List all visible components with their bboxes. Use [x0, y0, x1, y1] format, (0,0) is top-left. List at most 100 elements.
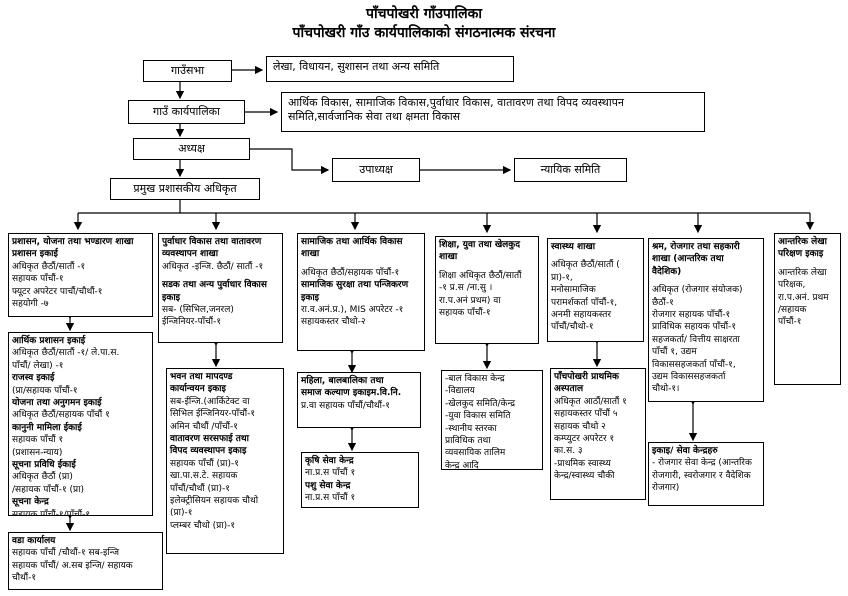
finance-admin-units-line-12: अधिकृत छैठौं (प्रा) — [12, 472, 73, 483]
building-environment-units-line-10: पाँचौं/चौथौं (प्रा)-१ — [170, 483, 230, 494]
education-youth-branch-line-5: रा.प.अनं प्रथम) वा — [439, 295, 501, 306]
finance-admin-units-line-14: सूचना केन्द्र — [12, 497, 49, 508]
education-youth-branch-line-1: शिक्षा, युवा तथा खेलकुद — [439, 240, 520, 250]
adhyaksha-box: अध्यक्ष — [133, 138, 250, 160]
building-environment-units-line-11: इलेक्ट्रीसियन सहायक चौथो — [170, 496, 259, 507]
women-children-unit: महिला, बालबालिका तथा समाज कल्याण इकाइम.वि… — [297, 372, 421, 428]
social-economic-branch-line-3: अधिकृत छैठौं/सहायक पाँचौं-१ — [301, 267, 400, 278]
labour-employment-branch-line-5: छैठौं-१ — [652, 297, 674, 308]
health-branch-line-6: अनमी सहायकस्तर — [551, 310, 612, 321]
infrastructure-branch-line-5: इकाइ — [162, 292, 181, 303]
gaunsabha-box: गाउँसभा — [143, 60, 232, 82]
finance-admin-units-line-8: कानुनी मामिला ईकाई — [12, 422, 82, 433]
finance-admin-units-line-10: (प्रशासन-न्याय) — [12, 447, 63, 458]
building-environment-units-line-8: सहायक पाँचौं (प्रा)-१ — [170, 458, 239, 469]
karyapalika-committees-line2: समिति,सार्वजानिक सेवा तथा क्षमता विकास — [288, 110, 461, 123]
adhyaksha-label: अध्यक्ष — [178, 142, 205, 155]
primary-hospital-box-line-6: कम्प्युटर अपरेटर १ — [554, 434, 615, 445]
health-branch-line-5: परामर्शकर्ता पाँचौं-१, — [551, 297, 618, 308]
building-environment-units-line-3: सब-ईन्जि.(आर्किटेक्ट वा — [170, 396, 250, 407]
health-branch-line-7: पाँचौं/चौथो-१ — [551, 322, 594, 333]
chart-title: पाँचपोखरी गाँउ कार्यपालिकाको संगठनात्मक … — [292, 25, 556, 41]
labour-employment-branch-line-8: सहजकर्ता/ वित्तीय साक्षरता — [652, 334, 740, 345]
health-branch-line-1: स्वास्थ्य शाखा — [551, 242, 596, 252]
finance-admin-units-line-7: अधिकृत छैठौं/सहायक पाँचौं १ — [12, 410, 110, 421]
primary-hospital-box-line-1: पाँचपोखरी प्राथमिक — [554, 372, 619, 382]
education-centres-list-line-7: व्यवसायिक तालिम — [445, 448, 506, 459]
internal-audit-unit-line-7: पाँचौं-१ — [778, 317, 802, 328]
labour-employment-branch-line-3: वैदेशिक) — [652, 266, 682, 277]
karyapalika-label: गाउँ कार्यपालिका — [153, 105, 220, 118]
admin-planning-branch-line-4: सहायक पाँचौं-१ — [12, 274, 64, 285]
agriculture-livestock-centres-line-4: ना.प्र.स पाँचौं १ — [305, 493, 356, 504]
municipality-title: पाँचपोखरी गाँउपालिका — [366, 6, 482, 22]
primary-hospital-box-line-2: अस्पताल — [554, 384, 584, 395]
admin-planning-branch-line-2: प्रशासन इकाई — [12, 249, 58, 260]
building-environment-units-line-12: (प्रा)-१ — [170, 508, 193, 519]
ward-office-box-line-2: सहायक पाँचौं /चौथौं-१ सब-इन्जि — [12, 548, 120, 559]
employment-service-units-line-2: - रोजगार सेवा केन्द्र (आन्तरिक — [652, 458, 752, 469]
karyapalika-committees-box: आर्थिक विकास, सामाजिक विकास,पुर्वाधार वि… — [281, 92, 705, 132]
education-centres-list-line-6: प्राविधिक तथा — [445, 436, 491, 447]
building-environment-units-line-9: खा.पा.स.टे. सहायक — [170, 471, 238, 482]
admin-planning-branch: प्रशासन, योजना तथा भण्डारण शाखा प्रशासन इ… — [8, 233, 153, 317]
karyapalika-box: गाउँ कार्यपालिका — [128, 100, 245, 124]
agriculture-livestock-centres-line-1: कृषि सेवा केन्द्र — [305, 456, 354, 466]
internal-audit-unit-line-6: /सहायक — [778, 305, 807, 316]
employment-service-units-line-1: इकाइ/ सेवा केन्द्रहरु — [652, 446, 718, 456]
sabha-committees-box: लेखा, विधायन, सुशासन तथा अन्य समिति — [266, 56, 514, 82]
finance-admin-units-line-2: अधिकृत छैठौं/सातौं -१/ ले.पा.स. — [12, 348, 120, 359]
education-centres-list-line-1: -बाल विकास केन्द्र — [445, 374, 505, 384]
women-children-unit-line-2: समाज कल्याण इकाइम.वि.नि. — [301, 388, 402, 399]
upadhyaksha-box: उपाध्यक्ष — [332, 158, 420, 182]
finance-admin-units-line-13: /सहायक पाँचौं-१ (प्रा) — [12, 484, 84, 495]
health-branch: स्वास्थ्य शाखाअधिकृत छैठौं/सातौं (प्रा)-… — [547, 238, 644, 342]
sabha-committees-label: लेखा, विधायन, सुशासन तथा अन्य समिति — [273, 60, 440, 73]
health-branch-line-3: प्रा)-१, — [551, 272, 573, 283]
social-economic-branch-line-7: सहायकस्तर चौथो-२ — [301, 317, 366, 328]
building-environment-units-line-13: प्लम्बर चौथो (प्रा)-१ — [170, 520, 236, 531]
gaunsabha-label: गाउँसभा — [170, 64, 205, 77]
social-economic-branch-line-1: सामाजिक तथा आर्थिक विकास — [301, 237, 403, 247]
agriculture-livestock-centres-line-3: पशु सेवा केन्द्र — [305, 480, 351, 491]
infrastructure-branch-line-3: अधिकृत -इन्जि. छैठौं/ सातौं -१ — [162, 261, 264, 272]
education-centres-list-line-8: केन्द्र आदि — [445, 460, 479, 470]
social-economic-branch: सामाजिक तथा आर्थिक विकास शाखा अधिकृत छैठौं… — [297, 233, 425, 351]
health-branch-line-4: मनोसामाजिक — [551, 285, 596, 296]
social-economic-branch-line-2: शाखा — [301, 249, 320, 260]
education-youth-branch-line-6: सहायक पाँचौं-१ — [439, 308, 491, 319]
ward-office-box-line-3: सहायक पाँचौं/ अ.सब इन्जि/ सहायक — [12, 560, 133, 571]
education-centres-list-line-4: -युवा विकास समिति — [445, 411, 511, 422]
agriculture-livestock-centres-line-2: ना.प्र.स पाँचौं १ — [305, 468, 356, 479]
admin-planning-branch-line-1: प्रशासन, योजना तथा भण्डारण शाखा — [12, 237, 134, 247]
primary-hospital-box-line-7: का.स. ३ — [554, 446, 583, 457]
labour-employment-branch-line-10: विकाससहजकर्ता पाँचौं-१, — [652, 359, 736, 370]
primary-hospital-box-line-3: अधिकृत आठौं/सातौं १ — [554, 396, 627, 407]
education-centres-list-line-2: -विद्यालय — [445, 386, 475, 397]
employment-service-units: इकाइ/ सेवा केन्द्रहरु - रोजगार सेवा केन्द… — [648, 442, 764, 506]
finance-admin-units-line-3: पाँचौं/ लेखा) -१ — [12, 360, 64, 371]
labour-employment-branch-line-2: शाखा (आन्तरिक तथा — [652, 254, 724, 265]
karyapalika-committees-line1: आर्थिक विकास, सामाजिक विकास,पुर्वाधार वि… — [288, 96, 625, 109]
infrastructure-branch-line-7: ईन्जिनियर-पाँचौं-१ — [162, 317, 222, 328]
social-economic-branch-line-4: सामाजिक सुरक्षा तथा पन्जिकरण — [301, 280, 409, 291]
women-children-unit-line-1: महिला, बालबालिका तथा — [301, 376, 384, 386]
building-environment-units-line-6: वातावरण सरसफाई तथा — [170, 434, 250, 445]
finance-admin-units-line-15: सहायक पाँचौं-१/पाँचौं-१ — [12, 509, 91, 516]
infrastructure-branch-line-6: सब- (सिभिल,जनरल) — [162, 305, 234, 316]
infrastructure-branch-line-4: सडक तथा अन्य पुर्वाधार विकास — [162, 280, 267, 291]
labour-employment-branch: श्रम, रोजगार तथा सहकारीशाखा (आन्तरिक तथा… — [648, 238, 764, 402]
labour-employment-branch-line-11: उद्यम विकाससहजकर्ता — [652, 372, 726, 383]
building-environment-units-line-1: भवन तथा मापदण्ड — [170, 372, 233, 382]
infrastructure-branch-line-2: व्यवस्थापन शाखा — [162, 249, 219, 260]
employment-service-units-line-3: रोजगारी, स्वरोजगार र वैदेशिक — [652, 470, 751, 481]
building-environment-units-line-2: कार्यान्वयन इकाइ — [170, 384, 226, 395]
education-centres-list: -बाल विकास केन्द्र-विद्यालय-खेलकुद समिति… — [441, 370, 543, 470]
pramukh-box: प्रमुख प्रशासकीय अधिकृत — [110, 178, 260, 200]
pramukh-label: प्रमुख प्रशासकीय अधिकृत — [133, 182, 237, 195]
